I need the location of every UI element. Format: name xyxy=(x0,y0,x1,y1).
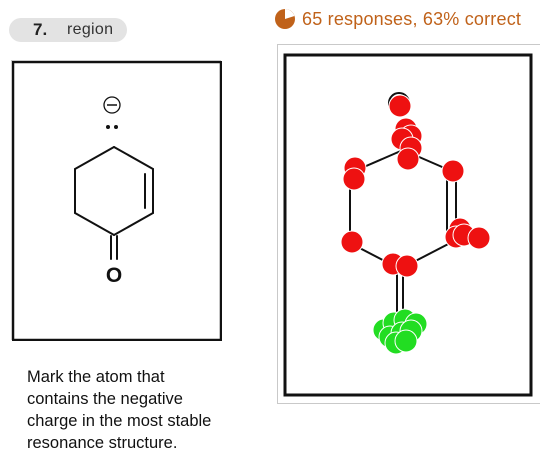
prompt-line: Mark the atom that xyxy=(27,368,165,386)
molecule-drawing: O xyxy=(12,61,222,341)
incorrect-responses xyxy=(340,94,491,278)
question-number: 7. xyxy=(33,20,48,39)
prompt-line: charge in the most stable xyxy=(27,412,212,430)
prompt-line: contains the negative xyxy=(27,390,183,408)
oxygen-label: O xyxy=(106,264,122,287)
prompt-line: resonance structure. xyxy=(27,434,178,452)
question-structure-panel: O xyxy=(11,60,222,341)
lone-pair-dot xyxy=(106,125,110,129)
response-stats[interactable]: 65 responses, 63% correct xyxy=(274,6,521,32)
response-heatmap-panel xyxy=(277,44,540,404)
response-stats-text: 65 responses, 63% correct xyxy=(302,8,522,29)
response-heatmap xyxy=(283,53,533,397)
response-marker xyxy=(342,167,366,191)
question-type: region xyxy=(67,21,114,38)
response-marker xyxy=(395,254,419,278)
question-badge: 7. region xyxy=(9,18,127,42)
question-prompt: Mark the atom that contains the negative… xyxy=(27,366,247,454)
lone-pair-dot xyxy=(114,125,118,129)
response-marker xyxy=(394,329,418,353)
response-marker xyxy=(441,159,465,183)
response-marker xyxy=(467,226,491,250)
correct-responses xyxy=(372,308,428,355)
structure-frame xyxy=(12,61,222,341)
response-marker xyxy=(388,94,412,118)
response-marker xyxy=(340,230,364,254)
pie-chart-icon xyxy=(275,9,295,29)
ring-bonds xyxy=(74,146,154,260)
response-marker xyxy=(396,147,420,171)
